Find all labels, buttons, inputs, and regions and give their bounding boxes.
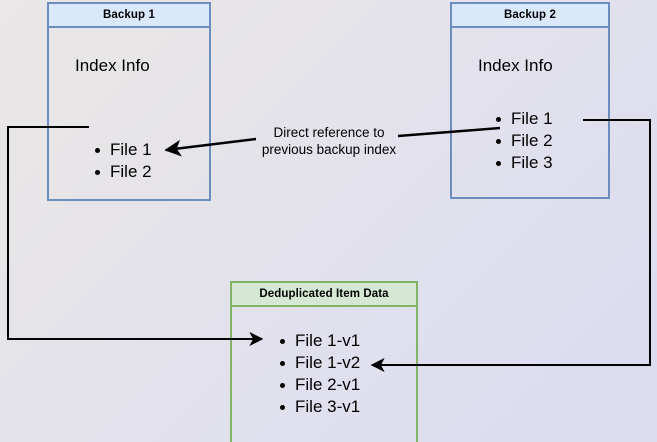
list-item: File 2	[93, 161, 152, 183]
backup-1-box[interactable]: Backup 1 Index Info File 1 File 2	[47, 2, 211, 201]
direct-reference-label-line2: previous backup index	[261, 142, 397, 157]
deduplicated-item-data-header: Deduplicated Item Data	[232, 283, 416, 307]
list-item: File 2-v1	[278, 374, 360, 396]
list-item: File 1-v2	[278, 352, 360, 374]
deduplicated-item-data-body: File 1-v1 File 1-v2 File 2-v1 File 3-v1	[232, 307, 416, 442]
list-item: File 3-v1	[278, 396, 360, 418]
list-item: File 1-v1	[278, 330, 360, 352]
backup-2-header: Backup 2	[452, 4, 608, 28]
backup-1-body: Index Info File 1 File 2	[49, 28, 209, 199]
list-item: File 3	[494, 152, 553, 174]
direct-reference-label: Direct reference to previous backup inde…	[252, 124, 406, 158]
backup-2-body: Index Info File 1 File 2 File 3	[452, 28, 608, 197]
backup-2-box[interactable]: Backup 2 Index Info File 1 File 2 File 3	[450, 2, 610, 199]
dedup-file-list: File 1-v1 File 1-v2 File 2-v1 File 3-v1	[278, 330, 360, 418]
direct-reference-label-line1: Direct reference to	[273, 125, 385, 140]
backup-1-index-info-label: Index Info	[75, 56, 150, 75]
backup-1-header: Backup 1	[49, 4, 209, 28]
list-item: File 1	[494, 108, 553, 130]
backup-1-file-list: File 1 File 2	[93, 139, 152, 183]
list-item: File 1	[93, 139, 152, 161]
backup-2-index-info-label: Index Info	[478, 56, 553, 75]
backup-2-file-list: File 1 File 2 File 3	[494, 108, 553, 174]
list-item: File 2	[494, 130, 553, 152]
deduplicated-item-data-box[interactable]: Deduplicated Item Data File 1-v1 File 1-…	[230, 281, 418, 442]
